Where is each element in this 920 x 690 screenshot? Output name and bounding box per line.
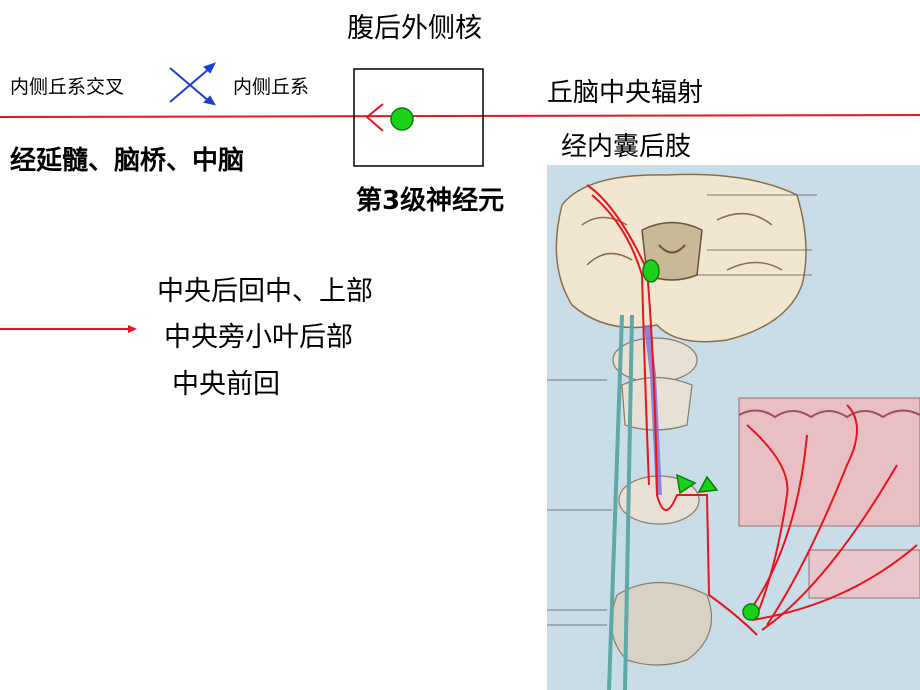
nucleus-neuron-icon-2 [697, 475, 719, 493]
decussation-label: 内侧丘系交叉 [10, 76, 125, 98]
brain-section [555, 173, 807, 343]
thalamus-box [353, 68, 484, 167]
target-precentral-gyrus: 中央前回 [172, 369, 280, 400]
spinal-tract [607, 314, 634, 690]
internal-capsule-label: 经内囊后肢 [561, 132, 692, 162]
lemniscus-label: 内侧丘系 [233, 76, 310, 98]
ganglion-neuron-icon [742, 603, 760, 621]
target-paracentral-lobule: 中央旁小叶后部 [164, 322, 353, 353]
third-order-neuron-icon [390, 107, 414, 131]
anatomy-illustration [547, 165, 920, 690]
third-neuron-label: 第3级神经元 [356, 186, 505, 216]
decussation-cross-icon [169, 62, 216, 106]
pathway-line [0, 114, 920, 118]
nucleus-neuron-icon [676, 473, 697, 495]
target-postcentral-gyrus: 中央后回中、上部 [157, 276, 373, 307]
pathway-label: 经延髓、脑桥、中脑 [10, 146, 245, 176]
red-pathways [586, 184, 918, 636]
title: 腹后外侧核 [347, 13, 482, 44]
thalamic-radiation-label: 丘脑中央辐射 [547, 78, 704, 108]
cortex-arrow [0, 325, 137, 333]
thalamic-neuron-icon [642, 259, 660, 283]
pathway-arrowhead [365, 103, 384, 132]
